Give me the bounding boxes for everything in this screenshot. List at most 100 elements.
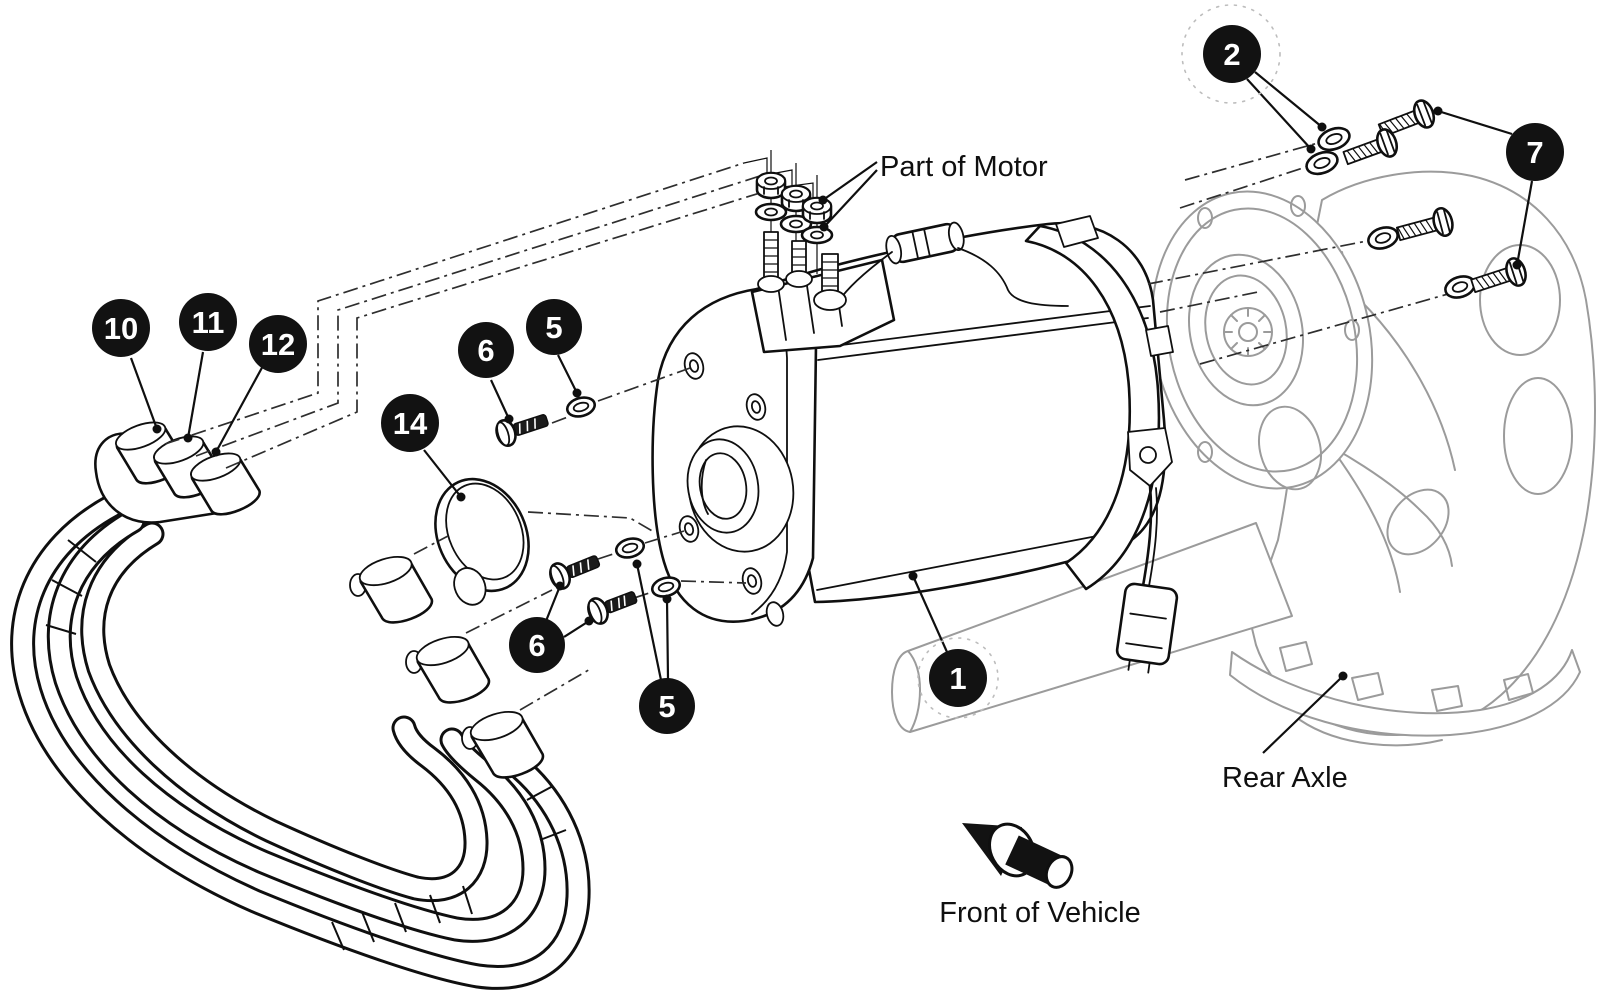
arm-underside <box>1299 719 1443 747</box>
cable-routing-line-1 <box>164 162 745 445</box>
cable-loop-tubes <box>10 493 591 990</box>
phantom-lines <box>164 142 1449 711</box>
motor-top-connector <box>885 221 965 265</box>
cable-motor-end-boots <box>349 556 544 779</box>
sensor-wire <box>1141 484 1153 588</box>
motor-end-boot-2 <box>415 636 490 704</box>
callout-2-number: 2 <box>1223 37 1240 72</box>
spline-center <box>1238 322 1258 342</box>
callout-1-number: 1 <box>949 661 966 696</box>
fastener-hardware <box>495 99 1527 625</box>
callout-6-upper-badge: 6 <box>458 322 514 378</box>
bore-shadow-arc <box>700 459 709 515</box>
bell-hole-2 <box>1290 195 1306 217</box>
band-bracket-bolt <box>1139 446 1157 464</box>
bolt-axis-upper-1 <box>1184 142 1319 181</box>
terminal-boot-12 <box>190 452 261 516</box>
callout-10-badge: 10 <box>92 299 150 357</box>
arm-boss-4 <box>1503 673 1534 701</box>
bell-bearing-ring-2 <box>1204 274 1288 386</box>
axle-housing-rib-2 <box>1359 299 1456 471</box>
motor-body-seam-top2 <box>817 317 1149 361</box>
drive-motor <box>651 215 1179 674</box>
bolt-axis-upper-2 <box>1179 166 1307 209</box>
callout-1-badge: 1 <box>929 649 987 707</box>
bolt-item7-c <box>1395 206 1454 242</box>
screw-axis-upper <box>551 367 691 424</box>
text-labels: Part of Motor Rear Axle Front of Vehicle <box>880 151 1348 929</box>
callout-5-upper-number: 5 <box>545 310 562 345</box>
axle-snout-boss <box>1386 488 1450 556</box>
arm-boss-3 <box>1431 685 1463 712</box>
band-tab-top <box>1055 215 1099 248</box>
callout-10-number: 10 <box>104 311 138 346</box>
sensor-wire-2 <box>1148 487 1158 587</box>
bolt-item7-b <box>1342 128 1399 166</box>
boot-stub-line-3 <box>519 667 593 711</box>
cable-heat-shrink-bands <box>45 539 567 951</box>
callout-5-upper-badge: 5 <box>526 299 582 355</box>
bell-hole-4 <box>1197 441 1213 463</box>
callout-6-lower-number: 6 <box>528 628 545 663</box>
callout-14-number: 14 <box>393 406 428 441</box>
terminal-washer-2 <box>779 214 813 234</box>
bell-hole-1 <box>1197 207 1213 229</box>
motor-end-boot-3 <box>469 711 544 779</box>
callout-11-badge: 11 <box>179 293 237 351</box>
motor-end-band <box>1024 224 1161 591</box>
band-bracket <box>1127 427 1173 487</box>
leader-lines <box>129 71 1534 754</box>
terminal-washer-1 <box>754 202 788 222</box>
screw-item6-upper <box>495 414 549 447</box>
rear-axle-label: Rear Axle <box>1222 762 1348 794</box>
bolt-axis-lower <box>1199 293 1449 365</box>
sensor-connector <box>1115 582 1179 674</box>
screw-axis-lower-1 <box>597 530 685 560</box>
direction-cylinder-end <box>1044 855 1074 889</box>
callout-12-badge: 12 <box>249 315 307 373</box>
boot-stub-line-1 <box>413 511 655 555</box>
axle-lower-arm <box>1229 649 1581 737</box>
front-direction-icon <box>962 822 1074 889</box>
callout-6-upper-number: 6 <box>477 333 494 368</box>
washer-item5-lower-a <box>614 537 646 559</box>
connector-wire-right <box>957 247 1069 307</box>
axle-housing-lobe-2 <box>1503 377 1573 495</box>
washer-item2-a <box>1317 126 1351 152</box>
part-of-motor-label: Part of Motor <box>880 151 1048 183</box>
screw-item6-lower-a <box>549 555 601 590</box>
bell-bearing-ring-1 <box>1187 253 1305 407</box>
motor-body-seam-top <box>817 305 1151 349</box>
callout-5-lower-number: 5 <box>658 689 675 724</box>
arm-boss-2 <box>1351 672 1384 701</box>
band-tab-mid <box>1145 325 1174 357</box>
callout-1-halo <box>917 637 999 719</box>
rear-axle-assembly-ghost <box>891 170 1596 747</box>
battery-cable-assembly <box>10 421 591 990</box>
dust-cap-item-14 <box>434 477 530 606</box>
bell-hole-3 <box>1344 319 1360 341</box>
front-plate-holes <box>678 352 785 627</box>
washer-item5-lower-b <box>650 576 682 598</box>
terminal-stud-3 <box>813 253 847 311</box>
callout-11-number: 11 <box>192 305 225 340</box>
motor-body-seam-bottom <box>816 529 1129 591</box>
front-of-vehicle-label: Front of Vehicle <box>939 897 1141 929</box>
washer-item2-b <box>1305 150 1339 176</box>
callout-5-lower-badge: 5 <box>639 678 695 734</box>
bolt-axis-mid <box>1147 239 1373 285</box>
boot-stub-line-2 <box>465 589 553 634</box>
callout-14-badge: 14 <box>381 394 439 452</box>
washer-item2-c <box>1367 226 1399 250</box>
washer-item2-d <box>1444 275 1476 299</box>
bore-inner <box>698 452 748 520</box>
screw-item6-lower-b <box>587 591 638 625</box>
callout-6-lower-badge: 6 <box>509 617 565 673</box>
washer-item5-upper <box>565 396 597 418</box>
cable-routing-line-2 <box>195 175 761 457</box>
terminal-washer-3 <box>800 225 834 245</box>
callout-2-halo <box>1181 4 1281 104</box>
callout-7-number: 7 <box>1526 135 1543 170</box>
